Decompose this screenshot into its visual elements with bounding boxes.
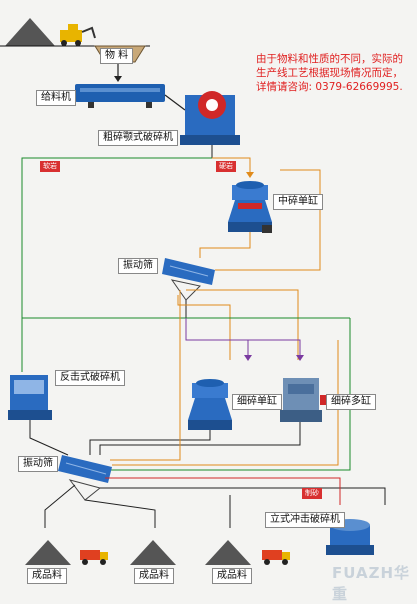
medium-cone-crusher-machine <box>228 181 272 233</box>
vibrating-screen-2-machine <box>58 455 112 501</box>
notice-line-3: 详情请咨询: 0379-62669995. <box>256 81 403 93</box>
label-jaw-crusher: 粗碎颚式破碎机 <box>98 130 178 146</box>
label-product-1: 成品料 <box>27 568 67 584</box>
label-product-2: 成品料 <box>134 568 174 584</box>
label-fine-cone-multi: 细碎多缸 <box>326 394 376 410</box>
tag-soft-rock: 软岩 <box>40 161 60 172</box>
label-fine-cone-single: 细碎单缸 <box>232 394 282 410</box>
raw-material-pile <box>5 18 55 46</box>
dump-truck-1 <box>80 550 108 565</box>
impact-crusher-machine <box>8 375 52 420</box>
vibrating-screen-1-machine <box>162 258 215 301</box>
brand-watermark: FUAZH华重 <box>332 564 411 603</box>
label-material: 物 料 <box>100 48 134 64</box>
label-vsi-crusher: 立式冲击破碎机 <box>265 512 345 528</box>
product-pile-3 <box>205 540 251 565</box>
notice-line-2: 生产线工艺根据现场情况而定， <box>256 67 403 79</box>
jaw-crusher-machine <box>180 91 240 145</box>
label-screen-1: 振动筛 <box>118 258 158 274</box>
notice-line-1: 由于物料和性质的不同，实际的 <box>256 53 403 65</box>
fine-cone-single-machine <box>188 379 232 430</box>
label-screen-2: 振动筛 <box>18 456 58 472</box>
label-product-3: 成品料 <box>212 568 252 584</box>
tag-hard-rock: 硬岩 <box>216 161 236 172</box>
product-pile-1 <box>25 540 71 565</box>
label-vibrating-feeder: 给料机 <box>36 90 76 106</box>
fine-cone-multi-machine <box>280 378 330 422</box>
tag-sand-making: 制砂 <box>302 488 322 499</box>
label-medium-cone: 中碎单缸 <box>273 194 323 210</box>
notice-text: 由于物料和性质的不同，实际的 生产线工艺根据现场情况而定， 详情请咨询: 037… <box>256 52 406 94</box>
loader-truck <box>60 24 96 46</box>
label-impact-crusher: 反击式破碎机 <box>55 370 125 386</box>
product-pile-2 <box>130 540 176 565</box>
dump-truck-2 <box>262 550 290 565</box>
vibrating-feeder-machine <box>75 84 165 108</box>
